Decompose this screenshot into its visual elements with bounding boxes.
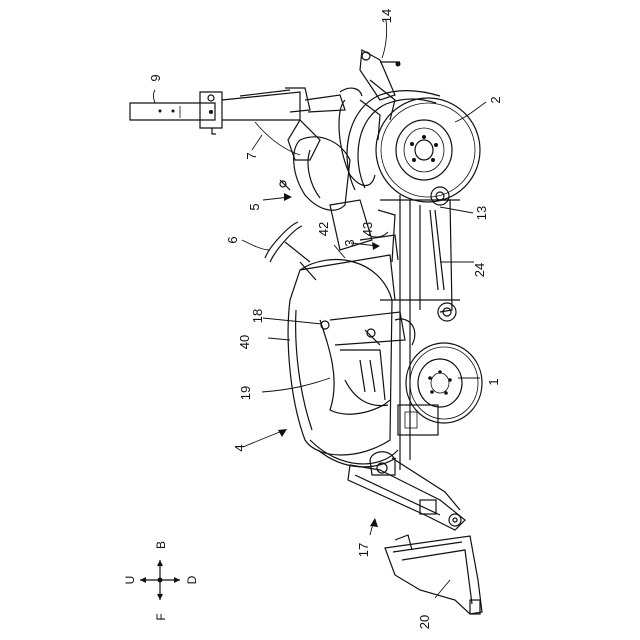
- dir-up: U: [123, 576, 137, 585]
- arrow-down-icon: [174, 577, 180, 583]
- label-20: 20: [417, 615, 432, 629]
- reference-numerals: 1 2 3 4 5 6 7 9 13 14 17 18 19 20 24 40 …: [148, 9, 503, 629]
- arrow-back-icon: [157, 560, 163, 566]
- label-40: 40: [237, 335, 252, 349]
- dir-back: B: [154, 541, 168, 549]
- label-9: 9: [148, 74, 163, 81]
- label-14: 14: [379, 9, 394, 23]
- label-2: 2: [488, 96, 503, 103]
- label-13: 13: [474, 206, 489, 220]
- front-wheel: [406, 343, 482, 423]
- direction-indicator: U D B F: [123, 541, 199, 621]
- front-loader: [348, 452, 482, 614]
- label-5: 5: [247, 203, 262, 210]
- arrow-front-icon: [157, 594, 163, 600]
- label-17: 17: [356, 543, 371, 557]
- arrow-up-icon: [140, 577, 146, 583]
- label-18: 18: [250, 309, 265, 323]
- label-7: 7: [244, 152, 259, 159]
- dir-front: F: [154, 613, 168, 620]
- engine-hood: [288, 255, 398, 467]
- label-43: 43: [360, 222, 375, 236]
- label-1: 1: [486, 378, 501, 385]
- label-3: 3: [342, 239, 357, 246]
- mid-linkage: [321, 312, 415, 345]
- label-4: 4: [232, 444, 247, 451]
- steering-and-seat: [265, 100, 398, 280]
- label-6: 6: [225, 236, 240, 243]
- label-24: 24: [472, 263, 487, 277]
- dir-down: D: [185, 575, 199, 584]
- rops-frame: [130, 88, 362, 160]
- label-19: 19: [238, 386, 253, 400]
- label-42: 42: [316, 222, 331, 236]
